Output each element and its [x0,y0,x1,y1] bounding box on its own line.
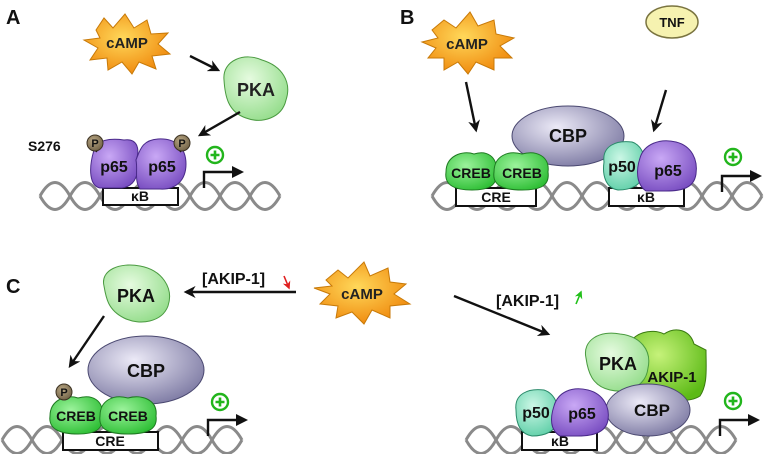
arrow-camp-to-creb-b [464,81,480,133]
arrow-camp-to-pka-a [189,54,221,72]
creb-dimer-c: CREB CREB [49,396,157,435]
cbp-label-c-left: CBP [127,361,165,381]
pka-label-c-left: PKA [117,286,155,306]
kb-label-a: κB [131,188,149,204]
pka-protein-c-left: PKA [103,264,170,323]
camp-burst-a: cAMP [82,13,172,75]
creb-label-c-left: CREB [56,408,96,424]
akip-increase-label: [AKIP-1] [496,293,559,310]
kb-label-b: κB [637,189,655,205]
camp-burst-b: cAMP [420,11,516,75]
panel-a: A cAMP PKA κB p65 p65 P P [6,7,289,211]
arrow-pka-to-p65-a [197,110,241,137]
panel-letter-b: B [400,7,414,29]
p50-p65-dimer-c: p50 p65 [515,388,609,437]
p50-p65-dimer-b: p50 p65 [603,140,697,192]
phospho-right-a: P [173,134,191,153]
camp-label-a: cAMP [106,35,148,52]
p65-label-a-right: p65 [148,159,176,176]
camp-label-b: cAMP [446,36,488,53]
cre-label-b: CRE [481,189,511,205]
cre-label-c: CRE [95,433,125,449]
creb-dimer-b: CREB CREB [445,152,549,191]
tnf-bubble: TNF [645,5,699,39]
panel-letter-a: A [6,7,20,29]
creb-label-c-right: CREB [108,408,148,424]
pka-label-c-right: PKA [599,354,637,374]
camp-label-c: cAMP [341,286,383,303]
phospho-c: P [55,383,73,401]
akip-protein-c: AKIP-1 [626,329,707,402]
transcription-start-arrow-c-left [206,412,250,438]
kb-label-c: κB [551,433,569,449]
arrow-tnf-to-p65-b [651,89,668,133]
p50-label-b: p50 [608,159,636,176]
cbp-protein-c-left: CBP [87,335,205,405]
camp-burst-c: cAMP [313,261,412,325]
pka-protein-c-right: PKA [584,332,650,392]
p65-dimer-a: p65 p65 [90,138,187,190]
tnf-label: TNF [659,15,684,30]
phospho-label-a-left: P [91,138,98,150]
cre-site-box-b [455,187,537,207]
p65-label-b: p65 [654,163,682,180]
activation-plus-icon-b [723,147,743,167]
phospho-left-a: P [86,134,104,153]
activation-plus-icon-a [205,145,225,165]
p65-label-a-left: p65 [100,159,128,176]
transcription-start-arrow-c-right [718,412,762,438]
arrow-camp-to-complex-c [453,294,551,336]
s276-label: S276 [28,138,61,154]
decrease-arrow-icon [282,275,291,290]
p65-label-c: p65 [568,406,596,423]
creb-label-b-right: CREB [502,165,542,181]
akip-decrease-label: [AKIP-1] [202,271,265,288]
phospho-label-a-right: P [178,138,185,150]
cbp-label-b: CBP [549,126,587,146]
increase-arrow-icon [574,290,583,305]
p50-label-c: p50 [522,405,550,422]
panel-letter-c: C [6,276,20,298]
pka-protein-a: PKA [223,56,289,121]
arrow-pka-to-creb-c [68,315,105,368]
activation-plus-icon-c-left [210,392,230,412]
cbp-protein-b: CBP [511,105,625,167]
panel-c: C cAMP [AKIP-1] [AKIP-1] PKA CRE CBP CRE… [0,261,762,454]
akip-protein-label: AKIP-1 [647,369,696,386]
activation-plus-icon-c-right [723,391,743,411]
pka-label-a: PKA [237,80,275,100]
phospho-label-c: P [60,387,67,399]
cbp-protein-c-right: CBP [605,383,691,437]
panel-b: B cAMP TNF CRE κB CBP CREB CREB [400,5,764,211]
creb-label-b-left: CREB [451,165,491,181]
cbp-label-c-right: CBP [634,401,670,420]
